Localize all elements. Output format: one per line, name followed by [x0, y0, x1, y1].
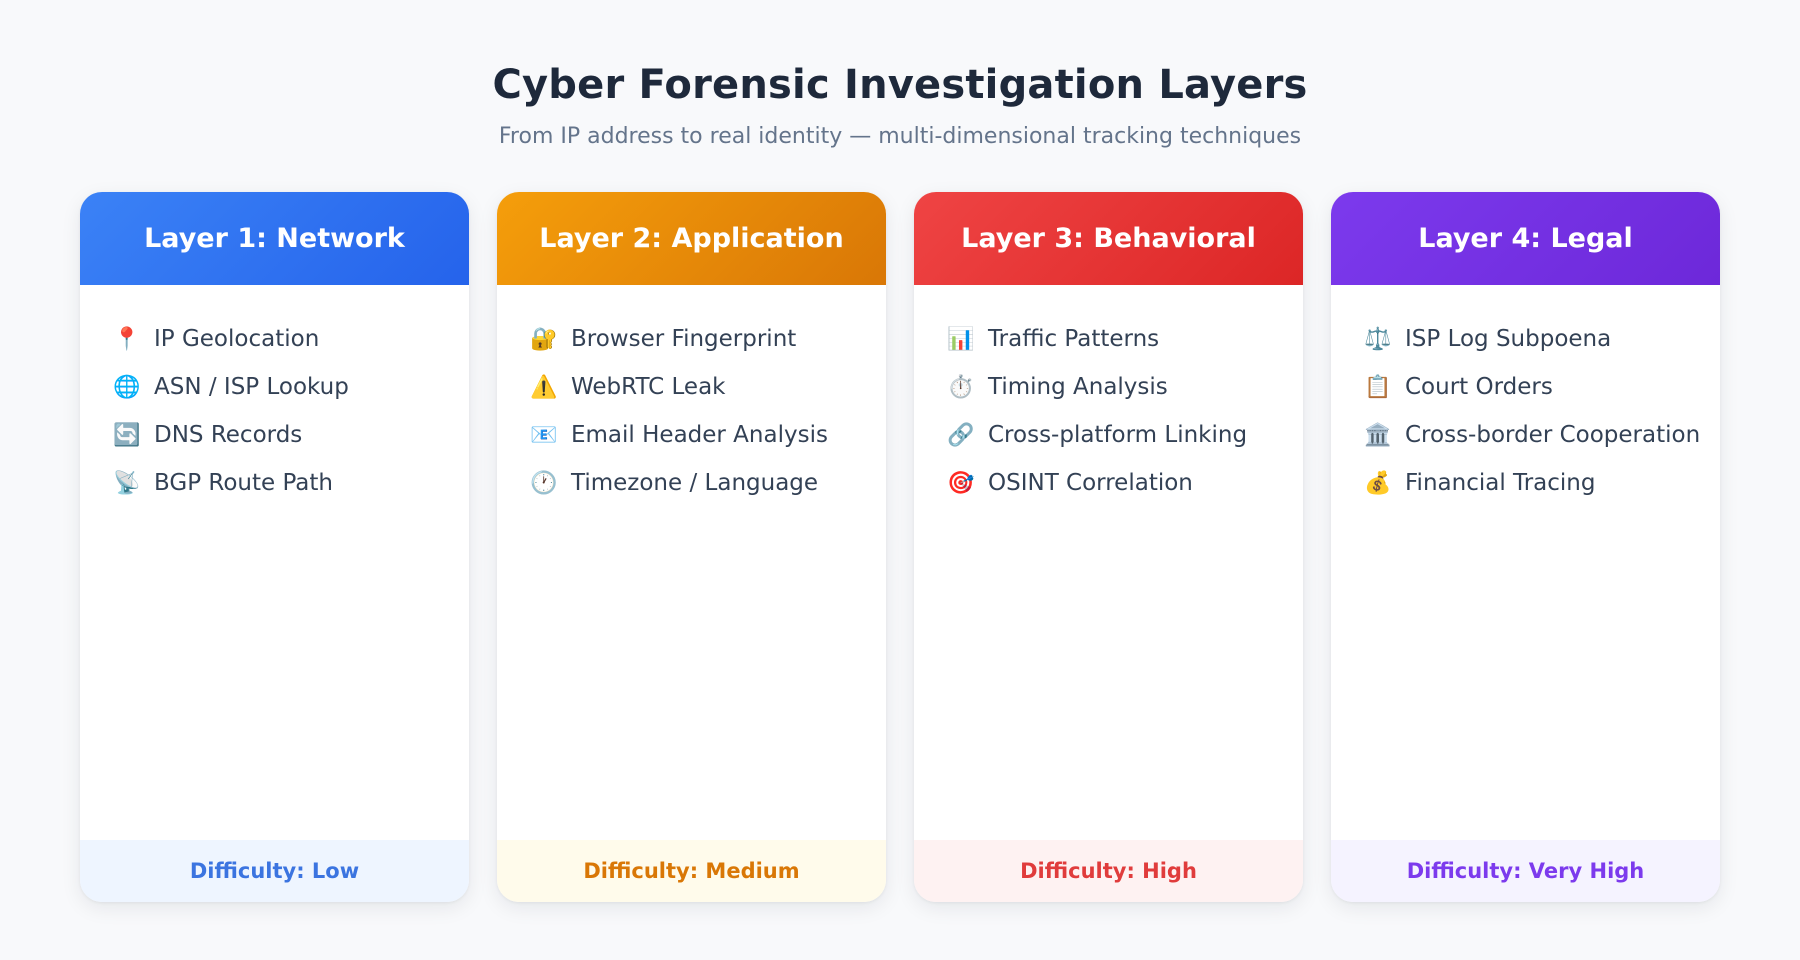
- difficulty-badge: Difficulty: Very High: [1331, 840, 1720, 902]
- globe-icon: 🌐: [113, 374, 141, 400]
- technique-label: Timezone / Language: [571, 470, 819, 496]
- technique-label: ISP Log Subpoena: [1405, 326, 1612, 352]
- technique-item: 📧 Email Header Analysis: [527, 411, 886, 459]
- chart-icon: 📊: [947, 326, 975, 352]
- layer-header: Layer 1: Network: [80, 192, 469, 285]
- technique-item: ⚠️ WebRTC Leak: [527, 363, 886, 411]
- layer-card-network: Layer 1: Network 📍 IP Geolocation 🌐 ASN …: [80, 192, 469, 902]
- layer-card-legal: Layer 4: Legal ⚖️ ISP Log Subpoena 📋 Cou…: [1331, 192, 1720, 902]
- layer-cards: Layer 1: Network 📍 IP Geolocation 🌐 ASN …: [80, 192, 1720, 902]
- technique-label: Financial Tracing: [1405, 470, 1596, 496]
- technique-label: ASN / ISP Lookup: [154, 374, 349, 400]
- technique-label: IP Geolocation: [154, 326, 320, 352]
- technique-list: ⚖️ ISP Log Subpoena 📋 Court Orders 🏛️ Cr…: [1331, 285, 1720, 507]
- technique-item: 🕐 Timezone / Language: [527, 459, 886, 507]
- technique-label: DNS Records: [154, 422, 303, 448]
- layer-header: Layer 2: Application: [497, 192, 886, 285]
- technique-label: Browser Fingerprint: [571, 326, 797, 352]
- stopwatch-icon: ⏱️: [947, 374, 975, 400]
- clock-icon: 🕐: [530, 470, 558, 496]
- technique-label: WebRTC Leak: [571, 374, 726, 400]
- technique-item: 🔄 DNS Records: [110, 411, 469, 459]
- technique-label: Cross-border Cooperation: [1405, 422, 1701, 448]
- building-icon: 🏛️: [1364, 422, 1392, 448]
- link-icon: 🔗: [947, 422, 975, 448]
- technique-list: 📍 IP Geolocation 🌐 ASN / ISP Lookup 🔄 DN…: [80, 285, 469, 507]
- layer-header: Layer 3: Behavioral: [914, 192, 1303, 285]
- scales-icon: ⚖️: [1364, 326, 1392, 352]
- page-title: Cyber Forensic Investigation Layers: [492, 62, 1308, 108]
- refresh-icon: 🔄: [113, 422, 141, 448]
- layer-card-application: Layer 2: Application 🔐 Browser Fingerpri…: [497, 192, 886, 902]
- technique-label: Traffic Patterns: [988, 326, 1160, 352]
- page-subtitle: From IP address to real identity — multi…: [498, 124, 1302, 149]
- layer-card-behavioral: Layer 3: Behavioral 📊 Traffic Patterns ⏱…: [914, 192, 1303, 902]
- technique-label: Court Orders: [1405, 374, 1553, 400]
- target-icon: 🎯: [947, 470, 975, 496]
- technique-item: 💰 Financial Tracing: [1361, 459, 1720, 507]
- technique-label: Cross-platform Linking: [988, 422, 1248, 448]
- satellite-dish-icon: 📡: [113, 470, 141, 496]
- pin-icon: 📍: [113, 326, 141, 352]
- technique-item: 🌐 ASN / ISP Lookup: [110, 363, 469, 411]
- technique-list: 📊 Traffic Patterns ⏱️ Timing Analysis 🔗 …: [914, 285, 1303, 507]
- difficulty-badge: Difficulty: Medium: [497, 840, 886, 902]
- technique-label: Timing Analysis: [988, 374, 1168, 400]
- technique-item: 📍 IP Geolocation: [110, 315, 469, 363]
- technique-label: Email Header Analysis: [571, 422, 828, 448]
- technique-item: 🔐 Browser Fingerprint: [527, 315, 886, 363]
- technique-label: OSINT Correlation: [988, 470, 1193, 496]
- email-icon: 📧: [530, 422, 558, 448]
- layer-header: Layer 4: Legal: [1331, 192, 1720, 285]
- difficulty-badge: Difficulty: Low: [80, 840, 469, 902]
- warning-icon: ⚠️: [530, 374, 558, 400]
- technique-list: 🔐 Browser Fingerprint ⚠️ WebRTC Leak 📧 E…: [497, 285, 886, 507]
- technique-item: 🔗 Cross-platform Linking: [944, 411, 1303, 459]
- technique-item: 🎯 OSINT Correlation: [944, 459, 1303, 507]
- technique-item: ⚖️ ISP Log Subpoena: [1361, 315, 1720, 363]
- technique-item: ⏱️ Timing Analysis: [944, 363, 1303, 411]
- money-bag-icon: 💰: [1364, 470, 1392, 496]
- technique-item: 📋 Court Orders: [1361, 363, 1720, 411]
- technique-item: 🏛️ Cross-border Cooperation: [1361, 411, 1720, 459]
- clipboard-icon: 📋: [1364, 374, 1392, 400]
- difficulty-badge: Difficulty: High: [914, 840, 1303, 902]
- technique-item: 📊 Traffic Patterns: [944, 315, 1303, 363]
- lock-icon: 🔐: [530, 326, 558, 352]
- technique-item: 📡 BGP Route Path: [110, 459, 469, 507]
- technique-label: BGP Route Path: [154, 470, 333, 496]
